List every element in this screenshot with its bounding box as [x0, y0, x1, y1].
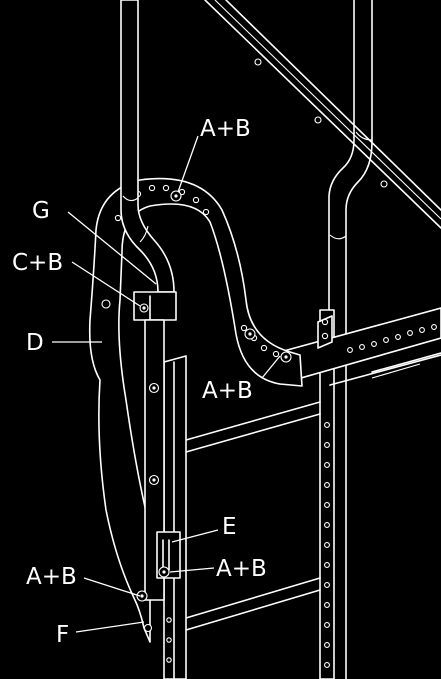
arm-bolts [101, 190, 292, 633]
brace-bolts [254, 58, 388, 188]
label-d: D [26, 330, 44, 356]
leader-lines [52, 135, 281, 633]
diagonal-brace [204, 0, 441, 229]
label-g: G [32, 198, 50, 224]
label-ab-mid: A+B [202, 378, 253, 404]
clamp-e [156, 531, 181, 579]
label-e: E [222, 514, 237, 540]
channel-bracket [317, 315, 333, 349]
extension-arm-d [88, 177, 303, 643]
label-ab-low-right: A+B [216, 556, 267, 582]
label-cb: C+B [12, 250, 63, 276]
right-rail-slots [319, 309, 335, 679]
horizontal-channel [279, 307, 441, 386]
left-ladder-rail [163, 355, 187, 679]
right-side-rail [328, 0, 373, 679]
label-f: F [56, 622, 69, 648]
label-ab-top: A+B [200, 116, 251, 142]
label-ab-low-left: A+B [26, 564, 77, 590]
mounting-plate [144, 319, 165, 601]
ladder-rungs [185, 401, 321, 631]
clamp-bracket [133, 291, 177, 321]
